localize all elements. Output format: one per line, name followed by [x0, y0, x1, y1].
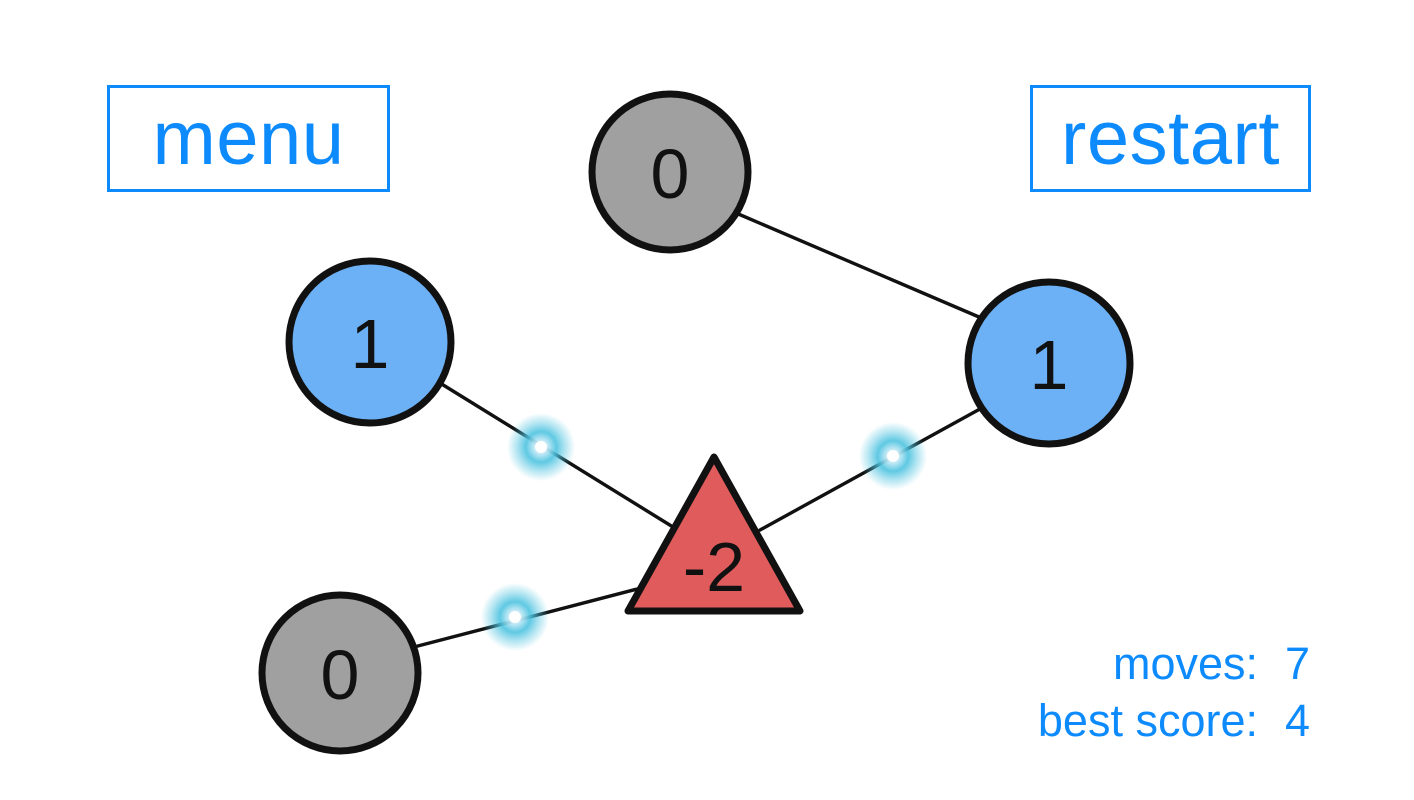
score-panel: moves: 7 best score: 4 [1038, 636, 1310, 749]
best-score-row: best score: 4 [1038, 693, 1310, 750]
node-top-gray-label: 0 [651, 135, 690, 213]
edge-marker-red-rightblue[interactable] [859, 422, 927, 490]
edge-group [412, 211, 991, 649]
node-left-blue-label: 1 [351, 305, 390, 383]
edge-bottomgray-red[interactable] [412, 566, 720, 649]
edge-red-rightblue[interactable] [758, 402, 991, 532]
moves-label: moves: [1112, 638, 1258, 689]
node-center-red-label: -2 [683, 528, 745, 606]
edge-marker-leftblue-red[interactable] [507, 413, 575, 481]
node-top-gray[interactable]: 0 [588, 90, 752, 254]
node-right-blue-label: 1 [1030, 326, 1069, 404]
best-score-label: best score: [1037, 694, 1258, 746]
node-bottom-gray[interactable]: 0 [258, 591, 422, 755]
menu-button[interactable]: menu [107, 85, 390, 192]
node-center-red-triangle[interactable]: -2 [624, 453, 804, 615]
moves-value: 7 [1284, 638, 1310, 689]
edge-leftblue-red[interactable] [438, 381, 675, 529]
node-bottom-gray-label: 0 [321, 636, 360, 714]
node-group: 0 1 1 0 -2 [258, 90, 1134, 755]
restart-button[interactable]: restart [1030, 85, 1311, 192]
node-left-blue[interactable]: 1 [285, 257, 455, 427]
edge-marker-bottomgray-red[interactable] [481, 583, 549, 651]
moves-row: moves: 7 [1038, 636, 1310, 693]
node-right-blue[interactable]: 1 [964, 278, 1134, 448]
best-score-value: 4 [1284, 694, 1310, 746]
edge-marker-group [481, 413, 927, 651]
edge-topgray-rightblue[interactable] [734, 211, 988, 322]
